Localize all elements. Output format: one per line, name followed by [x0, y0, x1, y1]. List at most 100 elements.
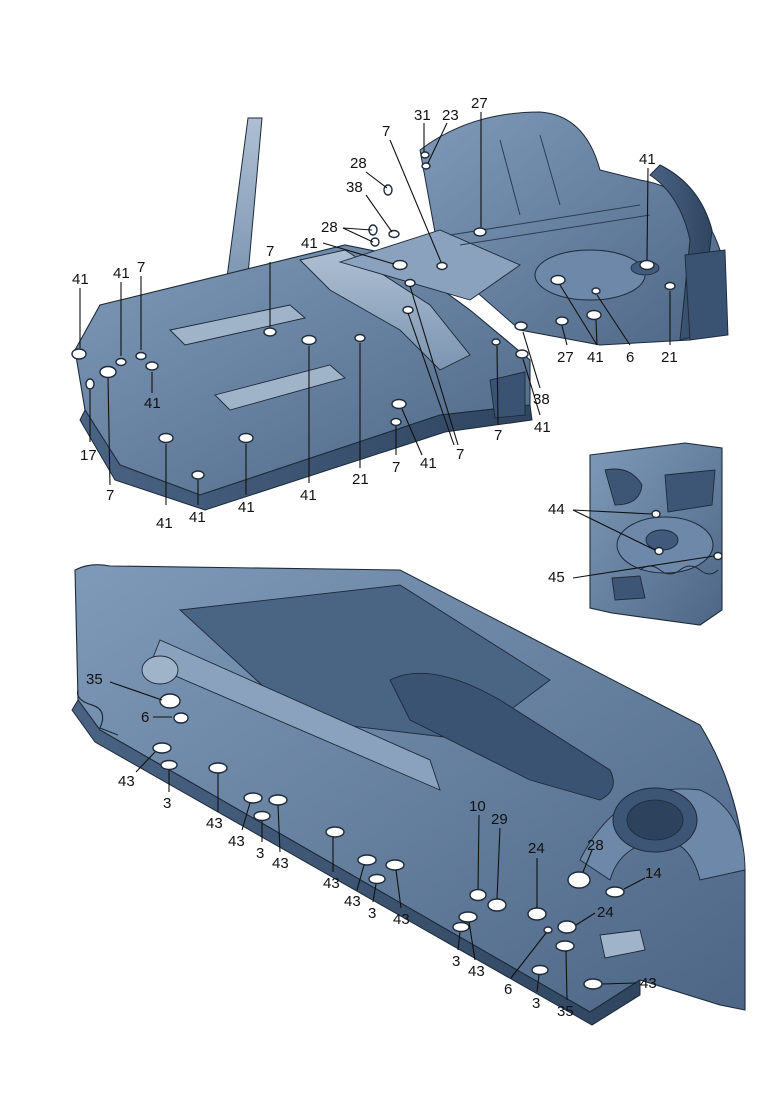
spare-well-inset: 44 45 [548, 442, 723, 626]
plug [357, 854, 377, 866]
leader [356, 864, 365, 891]
plug [388, 229, 400, 239]
cross-member-rear [214, 364, 346, 411]
plug [99, 365, 117, 379]
inset-left-recess [604, 468, 643, 506]
plug [325, 826, 345, 838]
plug [654, 546, 664, 556]
plug [158, 432, 174, 444]
callout-label: 41 [534, 419, 551, 436]
cross-member-front [169, 304, 306, 346]
inset-bottom-recess [611, 575, 646, 601]
plug [567, 871, 591, 889]
leader [109, 681, 163, 701]
plug [238, 432, 254, 444]
plug [452, 921, 470, 933]
callout-label: 7 [106, 487, 114, 504]
plug [392, 259, 408, 271]
plug [301, 334, 317, 346]
plug [491, 338, 501, 346]
leader [522, 358, 541, 416]
trunk-area [419, 111, 726, 346]
plug [402, 305, 414, 315]
plug [436, 261, 448, 271]
callout-label: 35 [557, 1003, 574, 1020]
plug [391, 398, 407, 410]
plug [557, 920, 577, 934]
callout-label: 43 [323, 875, 340, 892]
plug [583, 978, 603, 990]
inset-corrugation [639, 565, 719, 575]
floor-pan-view [74, 111, 729, 511]
plug [368, 873, 386, 885]
plug [639, 259, 655, 271]
plug [253, 810, 271, 822]
callout-label: 3 [368, 905, 376, 922]
plug [713, 551, 723, 561]
callout-label: 7 [456, 446, 464, 463]
callout-label: 43 [228, 833, 245, 850]
plug [586, 309, 602, 321]
callout-label: 3 [256, 845, 264, 862]
plug [135, 351, 147, 361]
inset-top-recess [664, 469, 716, 513]
leader [401, 408, 423, 456]
callout-label: 6 [141, 709, 149, 726]
plug [160, 759, 178, 771]
leader [322, 242, 395, 265]
callout-label: 28 [321, 219, 338, 236]
plug [385, 859, 405, 871]
callout-label: 6 [626, 349, 634, 366]
bottom-leaders [109, 681, 646, 1001]
top-leaders [79, 112, 671, 505]
leader [596, 294, 631, 346]
plug [390, 417, 402, 427]
floor-bay-2 [389, 672, 614, 801]
callout-label: 43 [393, 911, 410, 928]
callout-label: 6 [504, 981, 512, 998]
plug [173, 712, 189, 724]
leader [135, 751, 156, 773]
callout-label: 23 [442, 107, 459, 124]
leader [277, 804, 281, 853]
callout-label: 43 [206, 815, 223, 832]
plug [243, 792, 263, 804]
plug [473, 227, 487, 237]
inset-hub [645, 529, 679, 551]
callout-label: 24 [597, 904, 614, 921]
callout-label: 41 [189, 509, 206, 526]
callout-label: 38 [533, 391, 550, 408]
plug [555, 316, 569, 326]
callout-label: 41 [144, 395, 161, 412]
leader [572, 555, 715, 579]
plug [458, 911, 478, 923]
callout-label: 41 [420, 455, 437, 472]
plug [71, 348, 87, 360]
plug [543, 926, 553, 934]
leader [342, 227, 374, 243]
callout-label: 17 [80, 447, 97, 464]
callout-label: 41 [156, 515, 173, 532]
leader [427, 122, 448, 164]
bottom-labels: 35 6 43 3 43 43 3 43 43 43 3 43 10 29 3 … [86, 671, 662, 1020]
callout-label: 41 [300, 487, 317, 504]
plug [555, 940, 575, 952]
callout-label: 31 [414, 107, 431, 124]
callout-label: 35 [86, 671, 103, 688]
callout-label: 45 [548, 569, 565, 586]
leader [241, 802, 251, 831]
callout-label: 29 [491, 811, 508, 828]
callout-label: 14 [645, 865, 662, 882]
callout-label: 43 [272, 855, 289, 872]
plug [159, 693, 181, 709]
suspension-mount [141, 655, 179, 685]
plug [527, 907, 547, 921]
spare-wheel-well [534, 249, 646, 301]
callout-label: 41 [587, 349, 604, 366]
plug [514, 321, 528, 331]
leader [457, 931, 461, 951]
top-plugs [71, 151, 676, 480]
callout-label: 24 [528, 840, 545, 857]
plug [420, 151, 430, 159]
